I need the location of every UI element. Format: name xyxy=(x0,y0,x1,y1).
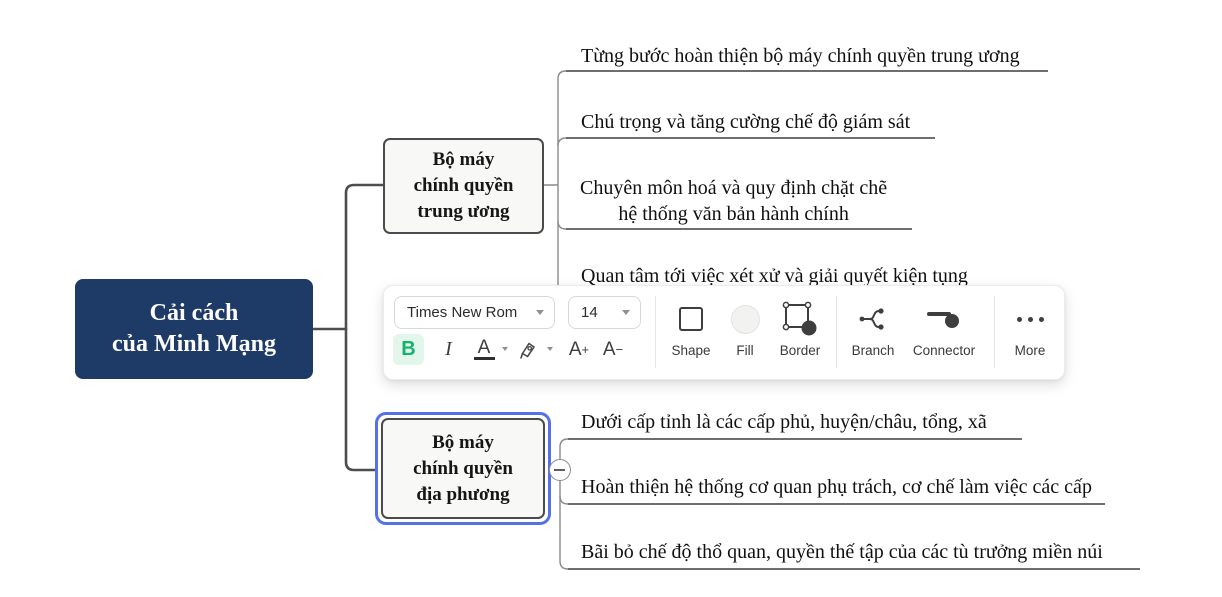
decrease-font-button[interactable]: A− xyxy=(602,338,624,360)
root-topic-line: của Minh Mạng xyxy=(111,331,276,357)
shape-icon xyxy=(679,307,703,331)
branch-topic-line: trung ương xyxy=(417,201,510,222)
connector-icon xyxy=(927,312,959,328)
collapse-minus-icon[interactable] xyxy=(549,459,571,481)
border-label: Border xyxy=(779,343,821,358)
chevron-down-icon xyxy=(622,310,630,315)
leaf-text: Hoàn thiện hệ thống cơ quan phụ trách, c… xyxy=(581,476,1092,498)
italic-button[interactable]: I xyxy=(435,334,462,365)
branch-topic-line: Bộ máy xyxy=(432,431,494,453)
leaf-text: Dưới cấp tỉnh là các cấp phủ, huyện/châu… xyxy=(581,411,987,433)
branch-topic-line: chính quyền xyxy=(413,457,513,479)
leaf-text: Chuyên môn hoá và quy định chặt chẽ xyxy=(580,177,888,199)
leaf-topic[interactable]: Dưới cấp tỉnh là các cấp phủ, huyện/châu… xyxy=(581,409,987,435)
connector-label: Connector xyxy=(912,343,976,358)
branch-topic-line: chính quyền xyxy=(413,175,514,196)
leaf-text: Chú trọng và tăng cường chế độ giám sát xyxy=(581,111,911,133)
toolbar-divider xyxy=(836,296,837,368)
leaf-topic[interactable]: Chú trọng và tăng cường chế độ giám sát xyxy=(581,109,910,135)
fill-button[interactable]: Fill xyxy=(717,297,773,369)
leaf-text: Quan tâm tới việc xét xử và giải quyết k… xyxy=(581,265,968,287)
format-toolbar: Times New Rom 14 B I A A+ xyxy=(383,285,1065,380)
minus-glyph xyxy=(554,469,565,471)
branch-topic-local-government[interactable]: Bộ máy chính quyền địa phương xyxy=(381,418,545,519)
branch-topic-central-government[interactable]: Bộ máy chính quyền trung ương xyxy=(383,138,544,234)
leaf-text: Bãi bỏ chế độ thổ quan, quyền thế tập củ… xyxy=(581,541,1103,563)
more-label: More xyxy=(1014,343,1046,358)
leaf-topic[interactable]: Hoàn thiện hệ thống cơ quan phụ trách, c… xyxy=(581,474,1092,500)
more-button[interactable]: More xyxy=(1000,297,1060,369)
branch-topic-line: Bộ máy xyxy=(432,149,495,170)
font-color-chevron-icon[interactable] xyxy=(502,347,508,351)
leaf-topic[interactable]: Bãi bỏ chế độ thổ quan, quyền thế tập củ… xyxy=(581,539,1103,565)
fill-icon xyxy=(730,304,760,334)
highlighter-pen-icon xyxy=(520,342,535,359)
font-family-value: Times New Rom xyxy=(407,304,518,321)
leaf-topic[interactable]: Quan tâm tới việc xét xử và giải quyết k… xyxy=(581,263,968,289)
highlighter-button[interactable] xyxy=(515,334,541,365)
selection-ring: Bộ máy chính quyền địa phương xyxy=(375,412,551,525)
toolbar-divider xyxy=(655,296,656,368)
highlighter-chevron-icon[interactable] xyxy=(547,347,553,351)
font-family-select[interactable]: Times New Rom xyxy=(394,296,555,329)
branch-topic-line: địa phương xyxy=(416,483,510,505)
root-topic-line: Cải cách xyxy=(149,300,239,326)
fill-label: Fill xyxy=(736,343,754,358)
leaf-text: hệ thống văn bản hành chính xyxy=(618,203,849,225)
connector-button[interactable]: Connector xyxy=(908,297,980,369)
bold-label: B xyxy=(401,338,416,360)
increase-font-label: A xyxy=(568,338,582,360)
leaf-text: Từng bước hoàn thiện bộ máy chính quyền … xyxy=(581,45,1020,67)
branch-button[interactable]: Branch xyxy=(843,297,903,369)
border-button[interactable]: Border xyxy=(770,297,830,369)
toolbar-divider xyxy=(994,296,995,368)
font-size-value: 14 xyxy=(581,304,598,321)
font-color-swatch xyxy=(473,356,495,361)
font-color-label: A xyxy=(477,336,491,358)
increase-font-button[interactable]: A+ xyxy=(568,338,590,360)
more-dots-icon xyxy=(1016,316,1044,322)
shape-button[interactable]: Shape xyxy=(663,297,719,369)
leaf-topic[interactable]: Từng bước hoàn thiện bộ máy chính quyền … xyxy=(581,43,1020,69)
italic-label: I xyxy=(445,338,452,360)
leaf-topic[interactable]: Chuyên môn hoá và quy định chặt chẽ hệ t… xyxy=(580,175,887,227)
font-color-button[interactable]: A xyxy=(470,334,498,365)
branch-label: Branch xyxy=(851,343,895,358)
border-icon xyxy=(782,301,817,336)
decrease-font-label: A xyxy=(602,338,616,360)
root-topic[interactable]: Cải cách của Minh Mạng xyxy=(75,279,313,379)
font-size-select[interactable]: 14 xyxy=(568,296,641,329)
branch-icon xyxy=(859,308,884,330)
bold-button[interactable]: B xyxy=(393,334,424,365)
shape-label: Shape xyxy=(671,343,711,358)
chevron-down-icon xyxy=(536,310,544,315)
